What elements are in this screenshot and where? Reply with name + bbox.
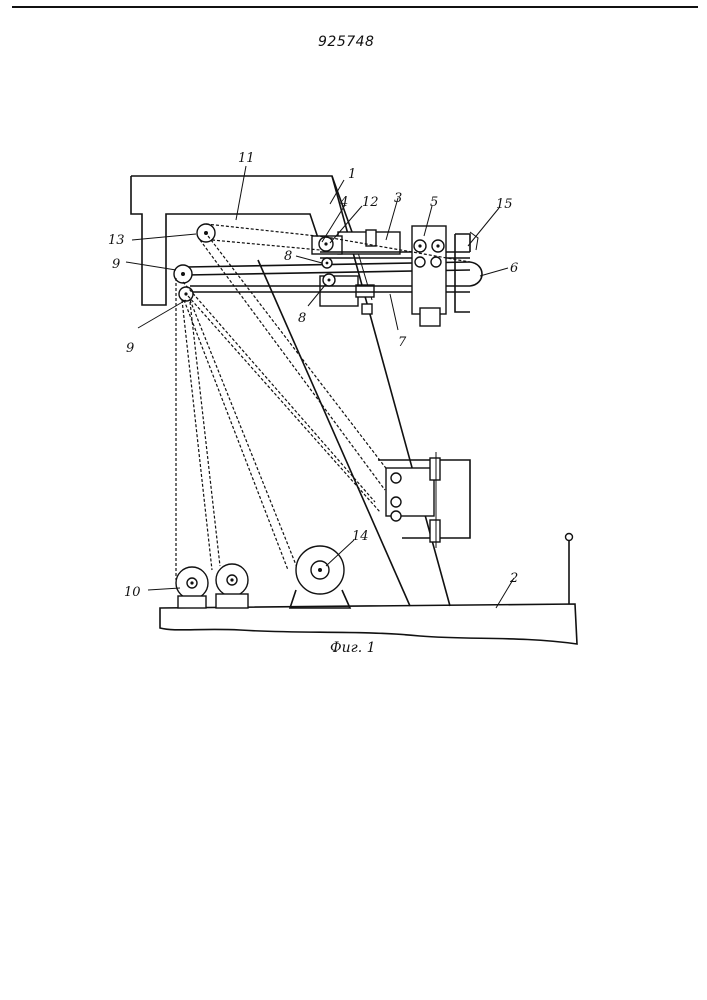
pulley-10-right <box>216 564 248 608</box>
label-7: 7 <box>398 335 407 350</box>
leader-lines <box>126 166 514 608</box>
pulley-12 <box>319 237 333 251</box>
label-8-lower: 8 <box>298 311 306 326</box>
label-4: 4 <box>339 195 348 210</box>
pulley-8-lower <box>323 274 335 286</box>
pulley-8-upper <box>322 258 332 268</box>
pulley-10-left <box>176 567 208 608</box>
label-6: 6 <box>510 261 518 276</box>
label-1: 1 <box>348 167 356 182</box>
label-15: 15 <box>496 197 513 212</box>
label-9-upper: 9 <box>112 257 120 272</box>
pulley-9-upper <box>174 265 192 283</box>
label-5: 5 <box>430 195 438 210</box>
drum-14 <box>290 546 350 608</box>
base-plate <box>160 604 577 644</box>
chains-vertical <box>176 278 220 580</box>
pulley-9-lower <box>179 287 193 301</box>
lower-carriage <box>378 452 470 548</box>
label-11: 11 <box>238 151 255 166</box>
label-10: 10 <box>124 585 141 600</box>
label-13: 13 <box>108 233 125 248</box>
label-12: 12 <box>362 195 379 210</box>
lever <box>566 534 573 605</box>
label-14: 14 <box>352 529 369 544</box>
label-8-upper: 8 <box>284 249 292 264</box>
label-9-lower: 9 <box>126 341 134 356</box>
pulley-13 <box>197 224 215 242</box>
label-2: 2 <box>509 571 518 586</box>
label-3: 3 <box>394 191 402 206</box>
figure-caption: Фиг. 1 <box>330 640 376 656</box>
